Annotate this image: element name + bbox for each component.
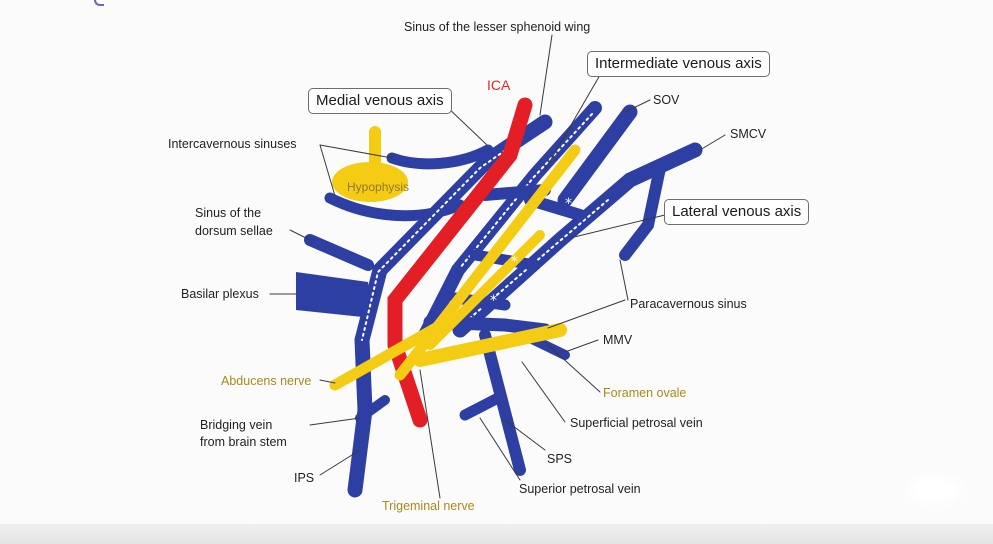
cross-connection-1 (479, 184, 551, 201)
label-paracavernous-sinus: Paracavernous sinus (630, 297, 747, 311)
label-basilar-plexus: Basilar plexus (181, 287, 259, 301)
sov-channel (557, 104, 638, 208)
label-mmv: MMV (603, 333, 633, 347)
dorsum-sellae-sinus (304, 234, 374, 271)
anterior-intercavernous-sinus (386, 144, 494, 170)
bottom-strip (0, 524, 993, 544)
intermediate-axis-dotted (459, 113, 593, 269)
leader-intermediate (544, 74, 601, 171)
label-sps: SPS (547, 452, 573, 466)
leader-mmv (564, 339, 599, 353)
leader-superficial-petrosal (521, 361, 566, 423)
label-sinus-lesser-sphenoid-wing: Sinus of the lesser sphenoid wing (404, 20, 591, 34)
superficial-petrosal-channel (479, 329, 526, 476)
leader-sov (624, 99, 651, 113)
leader-trigeminal (419, 369, 441, 499)
label-trigeminal-nerve: Trigeminal nerve (382, 499, 475, 513)
leader-foramen (547, 344, 601, 393)
superior-petrosal-channel (459, 392, 504, 421)
nerve-branch-2 (413, 323, 567, 367)
trigeminal-nerve-shape (394, 144, 581, 381)
leader-superior-petrosal (479, 417, 521, 481)
label-foramen-ovale: Foramen ovale (603, 386, 687, 400)
leader-lateral (569, 214, 666, 239)
asterisk-marker-3: * (490, 293, 497, 309)
leader-intercavernous-1 (319, 144, 393, 159)
basilar-plexus-shape (296, 272, 372, 318)
label-superficial-petrosal-vein: Superficial petrosal vein (570, 416, 703, 430)
nerve-branch-1 (425, 230, 545, 350)
leader-paracavernous-2 (547, 299, 626, 329)
label-abducens-nerve: Abducens nerve (221, 374, 312, 388)
label-sinus-dorsum-line1: Sinus of the (195, 206, 262, 220)
leader-intercavernous-2 (319, 144, 336, 197)
cross-connection-3 (469, 249, 541, 271)
slide-corner-mark (94, 0, 104, 6)
label-bridging-vein-line2: from brain stem (200, 435, 287, 449)
leader-medial (444, 104, 488, 146)
medial-axis-dotted (361, 139, 521, 341)
bridging-vein-channel (355, 395, 390, 423)
leader-smcv (699, 134, 726, 151)
hypophysis-shape (332, 162, 408, 202)
label-hypophysis: Hypophysis (347, 180, 410, 194)
paracavernous-channel (619, 162, 666, 261)
label-sinus-dorsum-line2: dorsum sellae (195, 224, 273, 238)
leader-sps (504, 419, 546, 451)
label-medial-venous-axis: Medial venous axis (308, 88, 452, 114)
asterisk-marker-2: * (511, 254, 518, 270)
label-ica: ICA (487, 77, 511, 93)
label-superior-petrosal-vein: Superior petrosal vein (519, 482, 641, 496)
label-ips: IPS (294, 471, 315, 485)
leader-bridging (309, 417, 361, 426)
leader-dorsum (289, 229, 311, 241)
leader-ips (319, 449, 361, 476)
leader-lesser-sphenoid (539, 34, 553, 116)
leader-abducens (319, 379, 336, 384)
asterisk-marker-1: * (565, 196, 572, 212)
label-intercavernous-sinuses: Intercavernous sinuses (168, 137, 297, 151)
label-bridging-vein-line1: Bridging vein (200, 418, 273, 432)
label-lateral-venous-axis: Lateral venous axis (664, 199, 810, 225)
label-smcv: SMCV (730, 127, 767, 141)
leader-paracavernous (619, 259, 629, 301)
overlay-glow (900, 470, 970, 510)
label-intermediate-venous-axis: Intermediate venous axis (587, 51, 770, 77)
label-sov: SOV (653, 93, 680, 107)
